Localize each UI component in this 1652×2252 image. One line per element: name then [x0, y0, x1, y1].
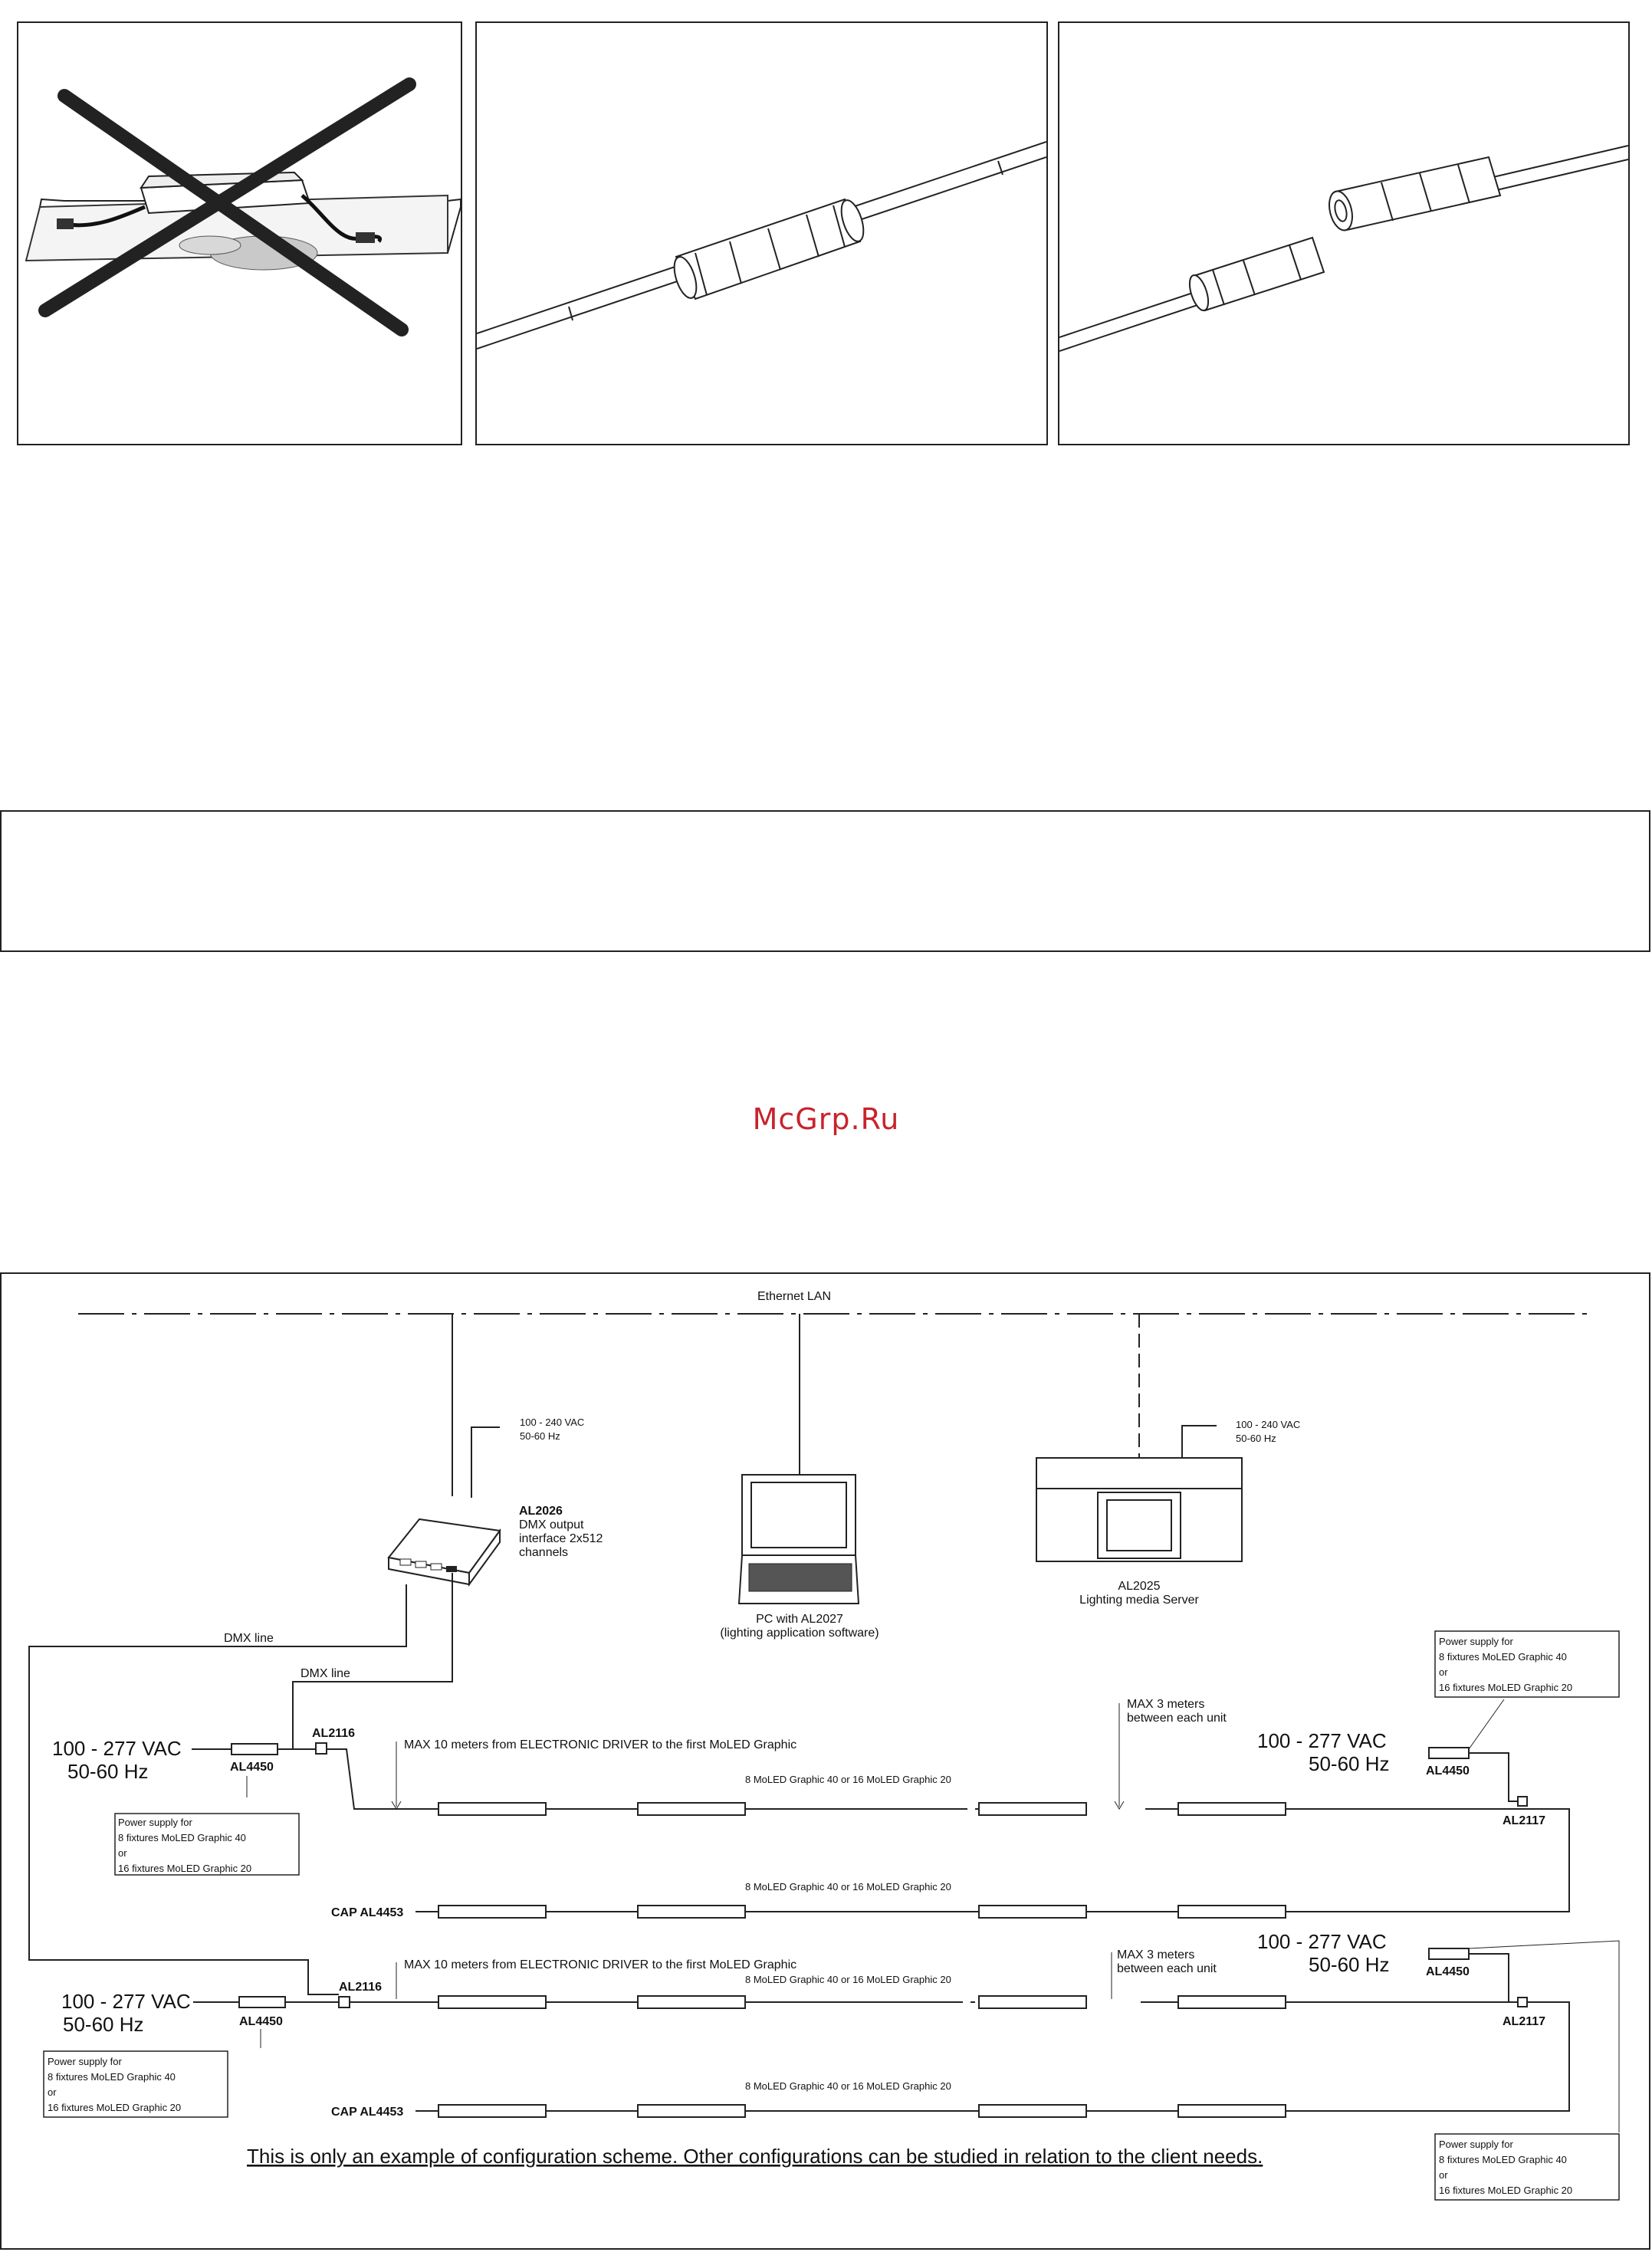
power-note-3-l2: 8 fixtures MoLED Graphic 40 — [48, 2071, 176, 2083]
cross-stroke-2 — [38, 77, 416, 317]
cap-label-2: CAP AL4453 — [331, 2106, 403, 2119]
psu-label-2: AL4450 — [1426, 1765, 1470, 1778]
dmx-line-2 — [292, 1573, 453, 1750]
mains-hz-1a: 50-60 Hz — [67, 1760, 149, 1783]
dmx-interface-desc-2: interface 2x512 — [519, 1532, 603, 1545]
power-note-2-l2: 8 fixtures MoLED Graphic 40 — [1439, 1651, 1567, 1663]
max10-label-2: MAX 10 meters from ELECTRONIC DRIVER to … — [404, 1958, 796, 1971]
row-label-2: 8 MoLED Graphic 40 or 16 MoLED Graphic 2… — [745, 1881, 951, 1893]
power-note-4-l2: 8 fixtures MoLED Graphic 40 — [1439, 2154, 1567, 2165]
dmx-interface-code: AL2026 — [519, 1505, 563, 1518]
media-server-device — [1036, 1457, 1243, 1562]
ac-240-label-1: 100 - 240 VAC — [520, 1417, 584, 1428]
power-note-3-l1: Power supply for — [48, 2056, 122, 2067]
end-unit-al2117-2 — [1517, 1997, 1528, 2007]
connector-joined-illustration — [475, 141, 1049, 350]
no-water-illustration — [25, 77, 461, 336]
dmx-line-1 — [28, 1584, 407, 1995]
note-box — [0, 810, 1650, 952]
mains-hz-1b: 50-60 Hz — [1309, 1752, 1390, 1775]
driver-al2116-2 — [338, 1996, 350, 2008]
mains-label-1b: 100 - 277 VAC — [1257, 1729, 1387, 1752]
dmx-interface-device — [387, 1518, 501, 1587]
mains-label-1a: 100 - 277 VAC — [52, 1737, 182, 1760]
panel-no-water — [17, 21, 462, 445]
power-note-1-l4: 16 fixtures MoLED Graphic 20 — [118, 1863, 251, 1874]
dmx-line-label-1: DMX line — [224, 1632, 274, 1645]
max3-label-1a: MAX 3 meters — [1127, 1698, 1204, 1711]
psu-al4450-2 — [1428, 1747, 1470, 1759]
psu-label-3: AL4450 — [239, 2015, 283, 2028]
mains-hz-2b: 50-60 Hz — [1309, 1953, 1390, 1976]
max3-label-1b: between each unit — [1127, 1712, 1227, 1725]
panel-connector-separated — [1058, 21, 1630, 445]
mains-label-2a: 100 - 277 VAC — [61, 1990, 191, 2013]
watermark: McGrp.Ru — [752, 1102, 900, 1136]
fixture-row-1-units — [438, 1802, 1286, 1816]
psu-al4450-3 — [238, 1996, 286, 2008]
cap-label-1: CAP AL4453 — [331, 1906, 403, 1919]
power-note-1-l3: or — [118, 1847, 127, 1859]
power-note-4-l1: Power supply for — [1439, 2139, 1513, 2150]
power-note-2-l4: 16 fixtures MoLED Graphic 20 — [1439, 1682, 1572, 1693]
ac-240-hz-2: 50-60 Hz — [1236, 1433, 1276, 1444]
pc-label-1: PC with AL2027 — [756, 1613, 843, 1626]
power-note-1-l2: 8 fixtures MoLED Graphic 40 — [118, 1832, 246, 1843]
end-unit-label-2: AL2117 — [1503, 2015, 1545, 2028]
driver-al2116-1 — [315, 1742, 327, 1755]
wiring-diagram: Ethernet LAN 100 - 240 VAC 50-60 Hz AL20… — [0, 1272, 1650, 2250]
connector-separated-illustration — [1059, 145, 1629, 352]
row-label-4: 8 MoLED Graphic 40 or 16 MoLED Graphic 2… — [745, 2080, 951, 2092]
fixture-row-4-units — [438, 2104, 1286, 2118]
fixture-row-3-units — [438, 1995, 1286, 2009]
psu-label-4: AL4450 — [1426, 1965, 1470, 1978]
fixture-row-2-units — [438, 1905, 1286, 1919]
ac-240-hz-1: 50-60 Hz — [520, 1430, 560, 1442]
ac-240-label-2: 100 - 240 VAC — [1236, 1419, 1300, 1430]
driver-label-2: AL2116 — [339, 1981, 382, 1994]
power-note-1-l1: Power supply for — [118, 1817, 192, 1828]
connector-female — [1328, 156, 1502, 231]
max3-label-2a: MAX 3 meters — [1117, 1948, 1194, 1961]
psu-label-1: AL4450 — [230, 1761, 274, 1774]
dmx-interface-desc-1: DMX output — [519, 1518, 584, 1531]
psu-al4450-1 — [231, 1743, 278, 1755]
dmx-interface-desc-3: channels — [519, 1546, 568, 1559]
power-note-3-l4: 16 fixtures MoLED Graphic 20 — [48, 2102, 181, 2113]
power-note-3-l3: or — [48, 2086, 57, 2098]
pc-label-2: (lighting application software) — [720, 1627, 879, 1640]
wiring-diagram-svg: Ethernet LAN 100 - 240 VAC 50-60 Hz AL20… — [28, 1290, 1620, 2201]
pc-laptop — [737, 1474, 860, 1604]
connector-male — [1188, 236, 1325, 312]
driver-label-1: AL2116 — [312, 1727, 355, 1740]
ethernet-label: Ethernet LAN — [757, 1290, 831, 1303]
dmx-line-label-2: DMX line — [301, 1667, 350, 1680]
end-unit-label-1: AL2117 — [1503, 1814, 1545, 1827]
max10-label-1: MAX 10 meters from ELECTRONIC DRIVER to … — [404, 1738, 796, 1751]
server-label-1: AL2025 — [1118, 1580, 1160, 1593]
power-note-2-l1: Power supply for — [1439, 1636, 1513, 1647]
end-unit-al2117-1 — [1517, 1796, 1528, 1807]
power-note-4-l4: 16 fixtures MoLED Graphic 20 — [1439, 2185, 1572, 2196]
footer-note: This is only an example of configuration… — [247, 2145, 1263, 2168]
joined-connector — [673, 198, 865, 300]
panel-connector-joined — [475, 21, 1049, 445]
cross-stroke-1 — [57, 89, 409, 336]
power-note-2-l3: or — [1439, 1666, 1448, 1678]
row-label-3: 8 MoLED Graphic 40 or 16 MoLED Graphic 2… — [745, 1974, 951, 1985]
row-label-1: 8 MoLED Graphic 40 or 16 MoLED Graphic 2… — [745, 1774, 951, 1785]
max3-label-2b: between each unit — [1117, 1962, 1217, 1975]
mains-hz-2a: 50-60 Hz — [63, 2013, 144, 2036]
server-label-2: Lighting media Server — [1079, 1594, 1199, 1607]
power-note-4-l3: or — [1439, 2169, 1448, 2181]
psu-al4450-4 — [1428, 1948, 1470, 1960]
mains-label-2b: 100 - 277 VAC — [1257, 1930, 1387, 1953]
